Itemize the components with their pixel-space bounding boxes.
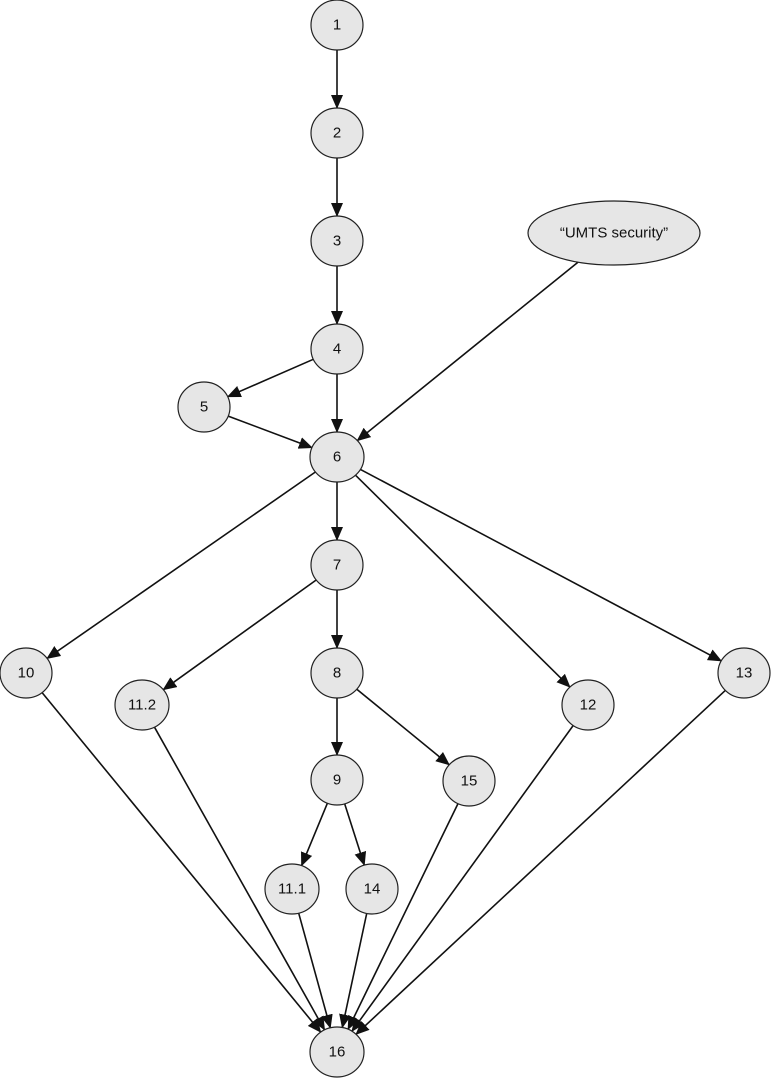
node-n11_2: 11.2 [114,679,170,731]
node-n6: 6 [309,431,365,483]
edge-n6-to-n10 [46,471,316,660]
node-label: 6 [333,449,341,466]
node-label: 13 [736,665,753,682]
node-label: 10 [18,665,35,682]
node-ellipse [310,647,364,699]
node-label: 12 [580,697,597,714]
edge-n15-to-n16 [347,803,459,1031]
node-ellipse [114,679,170,731]
node-label: 11.2 [128,697,156,714]
node-n4: 4 [310,323,364,375]
node-umts: “UMTS security” [527,200,701,266]
node-label: 5 [200,399,208,416]
node-n9: 9 [310,754,364,806]
node-label: “UMTS security” [560,225,668,242]
node-label: 4 [333,341,341,358]
node-n14: 14 [345,863,399,915]
node-ellipse [527,200,701,266]
edges [41,50,726,1035]
node-n3: 3 [310,215,364,267]
node-label: 3 [333,233,341,250]
node-n11_1: 11.1 [264,863,320,915]
node-label: 2 [333,125,341,142]
node-ellipse [309,1026,365,1078]
edge-n13-to-n16 [355,689,726,1035]
node-n13: 13 [717,647,771,699]
node-ellipse [345,863,399,915]
node-ellipse [310,0,364,51]
edge-n7-to-n11_2 [162,579,317,691]
edge-n9-to-n11_1 [300,802,329,867]
node-n1: 1 [310,0,364,51]
edge-n6-to-n13 [360,468,723,662]
node-label: 11.1 [278,881,306,898]
node-label: 1 [333,17,341,34]
node-n15: 15 [442,755,496,807]
node-ellipse [310,539,364,591]
node-label: 15 [461,773,478,790]
node-ellipse [310,215,364,267]
node-n7: 7 [310,539,364,591]
edge-n6-to-n12 [354,474,571,688]
node-n5: 5 [177,381,231,433]
edge-n11_1-to-n16 [297,912,333,1029]
node-n16: 16 [309,1026,365,1078]
edge-n14-to-n16 [339,913,368,1029]
node-n8: 8 [310,647,364,699]
edge-n11_2-to-n16 [153,726,326,1031]
node-ellipse [264,863,320,915]
edge-n9-to-n14 [343,803,367,867]
node-n10: 10 [0,647,53,699]
node-n12: 12 [561,679,615,731]
node-ellipse [310,107,364,159]
node-label: 14 [364,881,381,898]
node-label: 8 [333,665,341,682]
node-ellipse [309,431,365,483]
node-ellipse [310,323,364,375]
node-ellipse [442,755,496,807]
edge-n12-to-n16 [351,725,574,1033]
node-ellipse [177,381,231,433]
edge-umts-to-n6 [356,261,579,442]
node-ellipse [561,679,615,731]
edge-n8-to-n15 [356,688,450,766]
edge-n4-to-n5 [226,358,314,398]
node-n2: 2 [310,107,364,159]
edge-n10-to-n16 [41,692,322,1033]
node-ellipse [717,647,771,699]
node-label: 9 [333,772,341,789]
node-ellipse [310,754,364,806]
node-label: 7 [333,557,341,574]
edge-n5-to-n6 [227,415,313,449]
node-ellipse [0,647,53,699]
node-label: 16 [329,1044,346,1061]
